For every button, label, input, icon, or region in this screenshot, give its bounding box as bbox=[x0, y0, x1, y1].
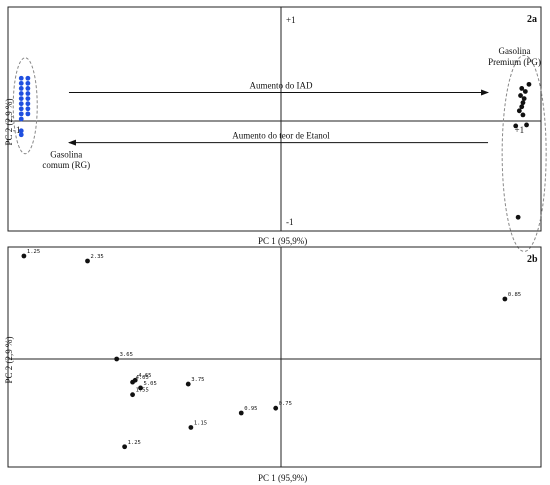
group-pg-label-2: Premium (PG) bbox=[488, 57, 541, 67]
point-black-5 bbox=[520, 100, 526, 106]
point-black-7 bbox=[516, 108, 522, 114]
point-2b-2 bbox=[502, 296, 508, 302]
point-blue-5 bbox=[18, 101, 24, 107]
point-label-2b-9: 0.95 bbox=[244, 406, 257, 412]
ellipse-pg bbox=[501, 54, 547, 252]
x-pos-label: +1 bbox=[515, 125, 525, 135]
arrow-label-1: Aumento do teor de Etanol bbox=[232, 131, 330, 141]
point-black-11 bbox=[515, 214, 521, 220]
point-blue-11 bbox=[25, 75, 31, 81]
point-2b-6 bbox=[138, 385, 143, 391]
point-2b-3 bbox=[114, 356, 120, 362]
point-black-9 bbox=[513, 123, 519, 129]
point-blue-12 bbox=[25, 80, 31, 86]
panel-2b-label: 2b bbox=[527, 254, 538, 265]
point-black-0 bbox=[526, 81, 532, 87]
point-label-2b-10: 0.75 bbox=[279, 401, 292, 407]
panel-2a-frame bbox=[7, 6, 542, 232]
point-2b-1 bbox=[85, 258, 90, 264]
y-pos-label: +1 bbox=[286, 15, 296, 25]
point-2b-11 bbox=[188, 425, 194, 430]
group-pg-label-1: Gasolina bbox=[499, 46, 531, 56]
point-label-2b-6: 5.05 bbox=[144, 381, 157, 387]
point-blue-2 bbox=[18, 86, 24, 91]
point-blue-4 bbox=[18, 96, 24, 102]
point-label-2b-8: 3.75 bbox=[191, 377, 204, 383]
group-rg-label-1: Gasolina bbox=[50, 149, 82, 159]
point-label-2b-1: 2.35 bbox=[91, 254, 104, 260]
point-black-3 bbox=[518, 93, 523, 98]
point-2b-5 bbox=[132, 377, 138, 383]
point-blue-10 bbox=[18, 132, 24, 138]
point-black-2 bbox=[522, 89, 528, 94]
point-blue-6 bbox=[18, 106, 24, 112]
point-blue-13 bbox=[25, 86, 31, 91]
point-black-10 bbox=[524, 122, 529, 128]
point-blue-16 bbox=[25, 101, 31, 107]
panel-2b-frame bbox=[7, 246, 542, 468]
point-blue-17 bbox=[25, 106, 31, 112]
point-label-2b-2: 0.85 bbox=[508, 292, 521, 298]
point-2b-7 bbox=[130, 392, 135, 398]
point-blue-7 bbox=[18, 111, 24, 117]
point-blue-0 bbox=[18, 75, 24, 81]
point-2b-10 bbox=[273, 405, 279, 411]
y-neg-label: -1 bbox=[286, 217, 294, 227]
point-blue-18 bbox=[25, 111, 31, 117]
panel-2a-x-axis-title: PC 1 (95,9%) bbox=[258, 236, 307, 246]
point-2b-12 bbox=[122, 444, 128, 450]
point-2b-9 bbox=[238, 410, 244, 416]
point-label-2b-5: 4.65 bbox=[138, 373, 151, 379]
point-blue-1 bbox=[18, 80, 24, 86]
point-black-1 bbox=[519, 86, 525, 91]
point-black-4 bbox=[521, 96, 527, 102]
x-neg-label: -1 bbox=[13, 125, 21, 135]
panel-2a-y-axis-title: PC 2 (2,9 %) bbox=[4, 98, 14, 145]
panel-2b-x-axis-title: PC 1 (95,9%) bbox=[258, 473, 307, 483]
panel-2a-label: 2a bbox=[527, 14, 537, 25]
point-label-2b-7: 1.55 bbox=[136, 388, 149, 394]
panel-2b-y-axis-title: PC 2 (2,9 %) bbox=[4, 336, 14, 383]
point-label-2b-11: 1.15 bbox=[194, 420, 207, 426]
ellipse-rg bbox=[12, 57, 38, 155]
point-blue-9 bbox=[18, 128, 24, 134]
point-black-6 bbox=[519, 104, 525, 110]
point-2b-8 bbox=[185, 381, 191, 387]
point-blue-8 bbox=[18, 116, 24, 122]
group-rg-label-2: comum (RG) bbox=[42, 160, 90, 170]
point-black-8 bbox=[520, 112, 526, 118]
point-blue-15 bbox=[25, 96, 31, 102]
point-label-2b-0: 1.25 bbox=[27, 249, 40, 255]
point-blue-3 bbox=[18, 91, 24, 96]
point-label-2b-3: 3.65 bbox=[120, 352, 133, 358]
point-2b-0 bbox=[21, 253, 27, 259]
arrow-label-0: Aumento do IAD bbox=[250, 81, 313, 91]
point-label-2b-4: 4.05 bbox=[136, 375, 149, 381]
point-blue-14 bbox=[25, 91, 31, 96]
point-label-2b-12: 1.25 bbox=[128, 440, 141, 446]
